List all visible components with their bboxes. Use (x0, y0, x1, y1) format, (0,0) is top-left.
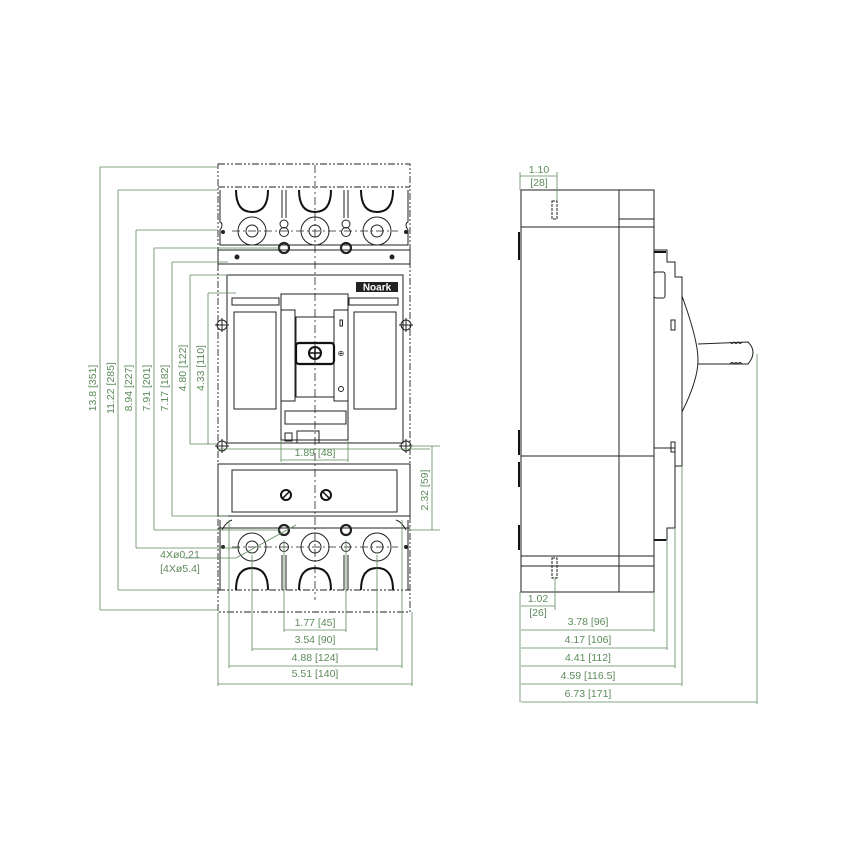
dim-width-2: 3.54 [90] (295, 634, 336, 646)
dim-depth-total: 6.73 [171] (565, 688, 612, 700)
mounting-hole-icon (339, 241, 353, 255)
trip-indicator-icon: ⊕ (338, 349, 345, 358)
adjust-dial-icon (280, 489, 292, 501)
label-slot (284, 410, 347, 425)
mounting-hole-icon (339, 523, 353, 537)
adjust-dial-icon (320, 489, 332, 501)
right-window (353, 311, 397, 410)
dim-height-6: 4.80 [122] (177, 345, 189, 392)
dim-height-4: 7.91 [201] (141, 365, 153, 412)
operating-lever (697, 341, 754, 365)
terminal-cover-phantom-outline (217, 163, 411, 613)
dim-total-width: 5.51 [140] (292, 668, 339, 680)
lock-icon (284, 432, 293, 442)
dim-pole-pitch: 1.77 [45] (295, 617, 336, 629)
top-terminal-block (219, 189, 409, 260)
dim-depth-2: 4.17 [106] (565, 634, 612, 646)
dim-height-5: 7.17 [182] (159, 365, 171, 412)
dim-depth-4: 4.59 [116.5] (561, 670, 616, 682)
dim-depth-3: 4.41 [112] (565, 652, 611, 664)
dim-width-3: 4.88 [124] (292, 652, 339, 664)
side-body-lower (520, 455, 655, 567)
dim-side-top-mm: [28] (530, 177, 548, 189)
handle-housing (280, 293, 349, 441)
front-mounting-screws (215, 318, 413, 453)
dim-height-3: 8.94 [227] (123, 365, 135, 412)
left-window (233, 311, 277, 410)
dim-side-bottom-mm: [26] (529, 607, 547, 619)
side-body-upper (520, 226, 655, 457)
front-view: Noark ⊕ (215, 163, 413, 613)
side-handle-mechanism (653, 249, 754, 541)
push-to-trip-icon (338, 386, 344, 392)
side-view (518, 189, 754, 593)
dim-height-right: 2.32 [59] (419, 469, 431, 510)
side-view-dimensions: 1.10 [28] 1.02 [26] 3.78 [96] 4.17 [106]… (519, 164, 758, 704)
front-view-dimensions: 13.8 [351] 11.22 [285] 8.94 [227] 7.91 [… (87, 166, 440, 686)
dim-handle-window: 1.89 [48] (295, 447, 336, 459)
trip-unit-panel (231, 469, 398, 513)
on-indicator-icon (339, 319, 343, 327)
hole-callout-inch: 4Xø0.21 (160, 549, 200, 561)
bottom-terminal-block (218, 519, 410, 591)
dim-side-bottom-inch: 1.02 (528, 593, 549, 605)
dim-height-2: 11.22 [285] (105, 362, 117, 414)
dim-height-7: 4.33 [110] (195, 345, 207, 391)
dim-total-height: 13.8 [351] (87, 365, 99, 412)
brand-logo (356, 282, 398, 292)
dim-depth-1: 3.78 [96] (568, 616, 609, 628)
brand-text: Noark (363, 283, 392, 294)
hole-callout-mm: [4Xø5.4] (160, 563, 200, 575)
dim-side-top-inch: 1.10 (529, 164, 550, 176)
